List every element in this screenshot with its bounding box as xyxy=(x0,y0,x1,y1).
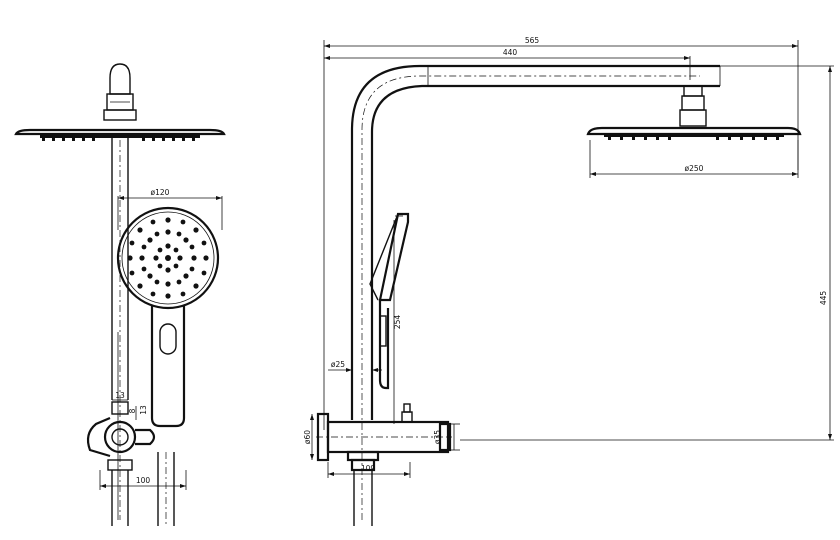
hand-shower-handle xyxy=(150,306,186,428)
hand-shower-front xyxy=(116,206,220,310)
dim-outlet-dia: ø35 xyxy=(433,430,442,444)
dim-head-dia: ø250 xyxy=(685,164,704,173)
dim-height: 445 xyxy=(819,291,828,306)
dim-bracket-13a: 13 xyxy=(115,391,125,400)
riser-arm-inner xyxy=(370,84,720,420)
front-view: ø120 xyxy=(14,63,226,526)
dim-bracket-8: 8 xyxy=(128,408,137,413)
dim-handshower-dia: ø120 xyxy=(151,188,170,197)
riser-arm-outer xyxy=(350,64,720,420)
overhead-shower-head-front xyxy=(14,128,226,141)
dim-arm: 440 xyxy=(503,48,518,57)
dim-width: 100 xyxy=(136,476,151,485)
side-view: 565 440 xyxy=(303,36,834,526)
dim-mixer-dia: ø60 xyxy=(303,430,312,444)
handle-button xyxy=(159,323,177,355)
dim-bracket-13b: 13 xyxy=(139,405,148,415)
dim-overall: 565 xyxy=(525,36,540,45)
overhead-shower-head-side xyxy=(586,126,802,140)
dim-slide-length: 254 xyxy=(393,315,402,330)
slide-bracket xyxy=(86,401,156,471)
dim-pipe-dia: ø25 xyxy=(331,360,345,369)
dim-mixer-depth: 109 xyxy=(361,464,376,473)
hand-shower-side xyxy=(369,212,410,390)
arm-connector xyxy=(109,63,131,95)
